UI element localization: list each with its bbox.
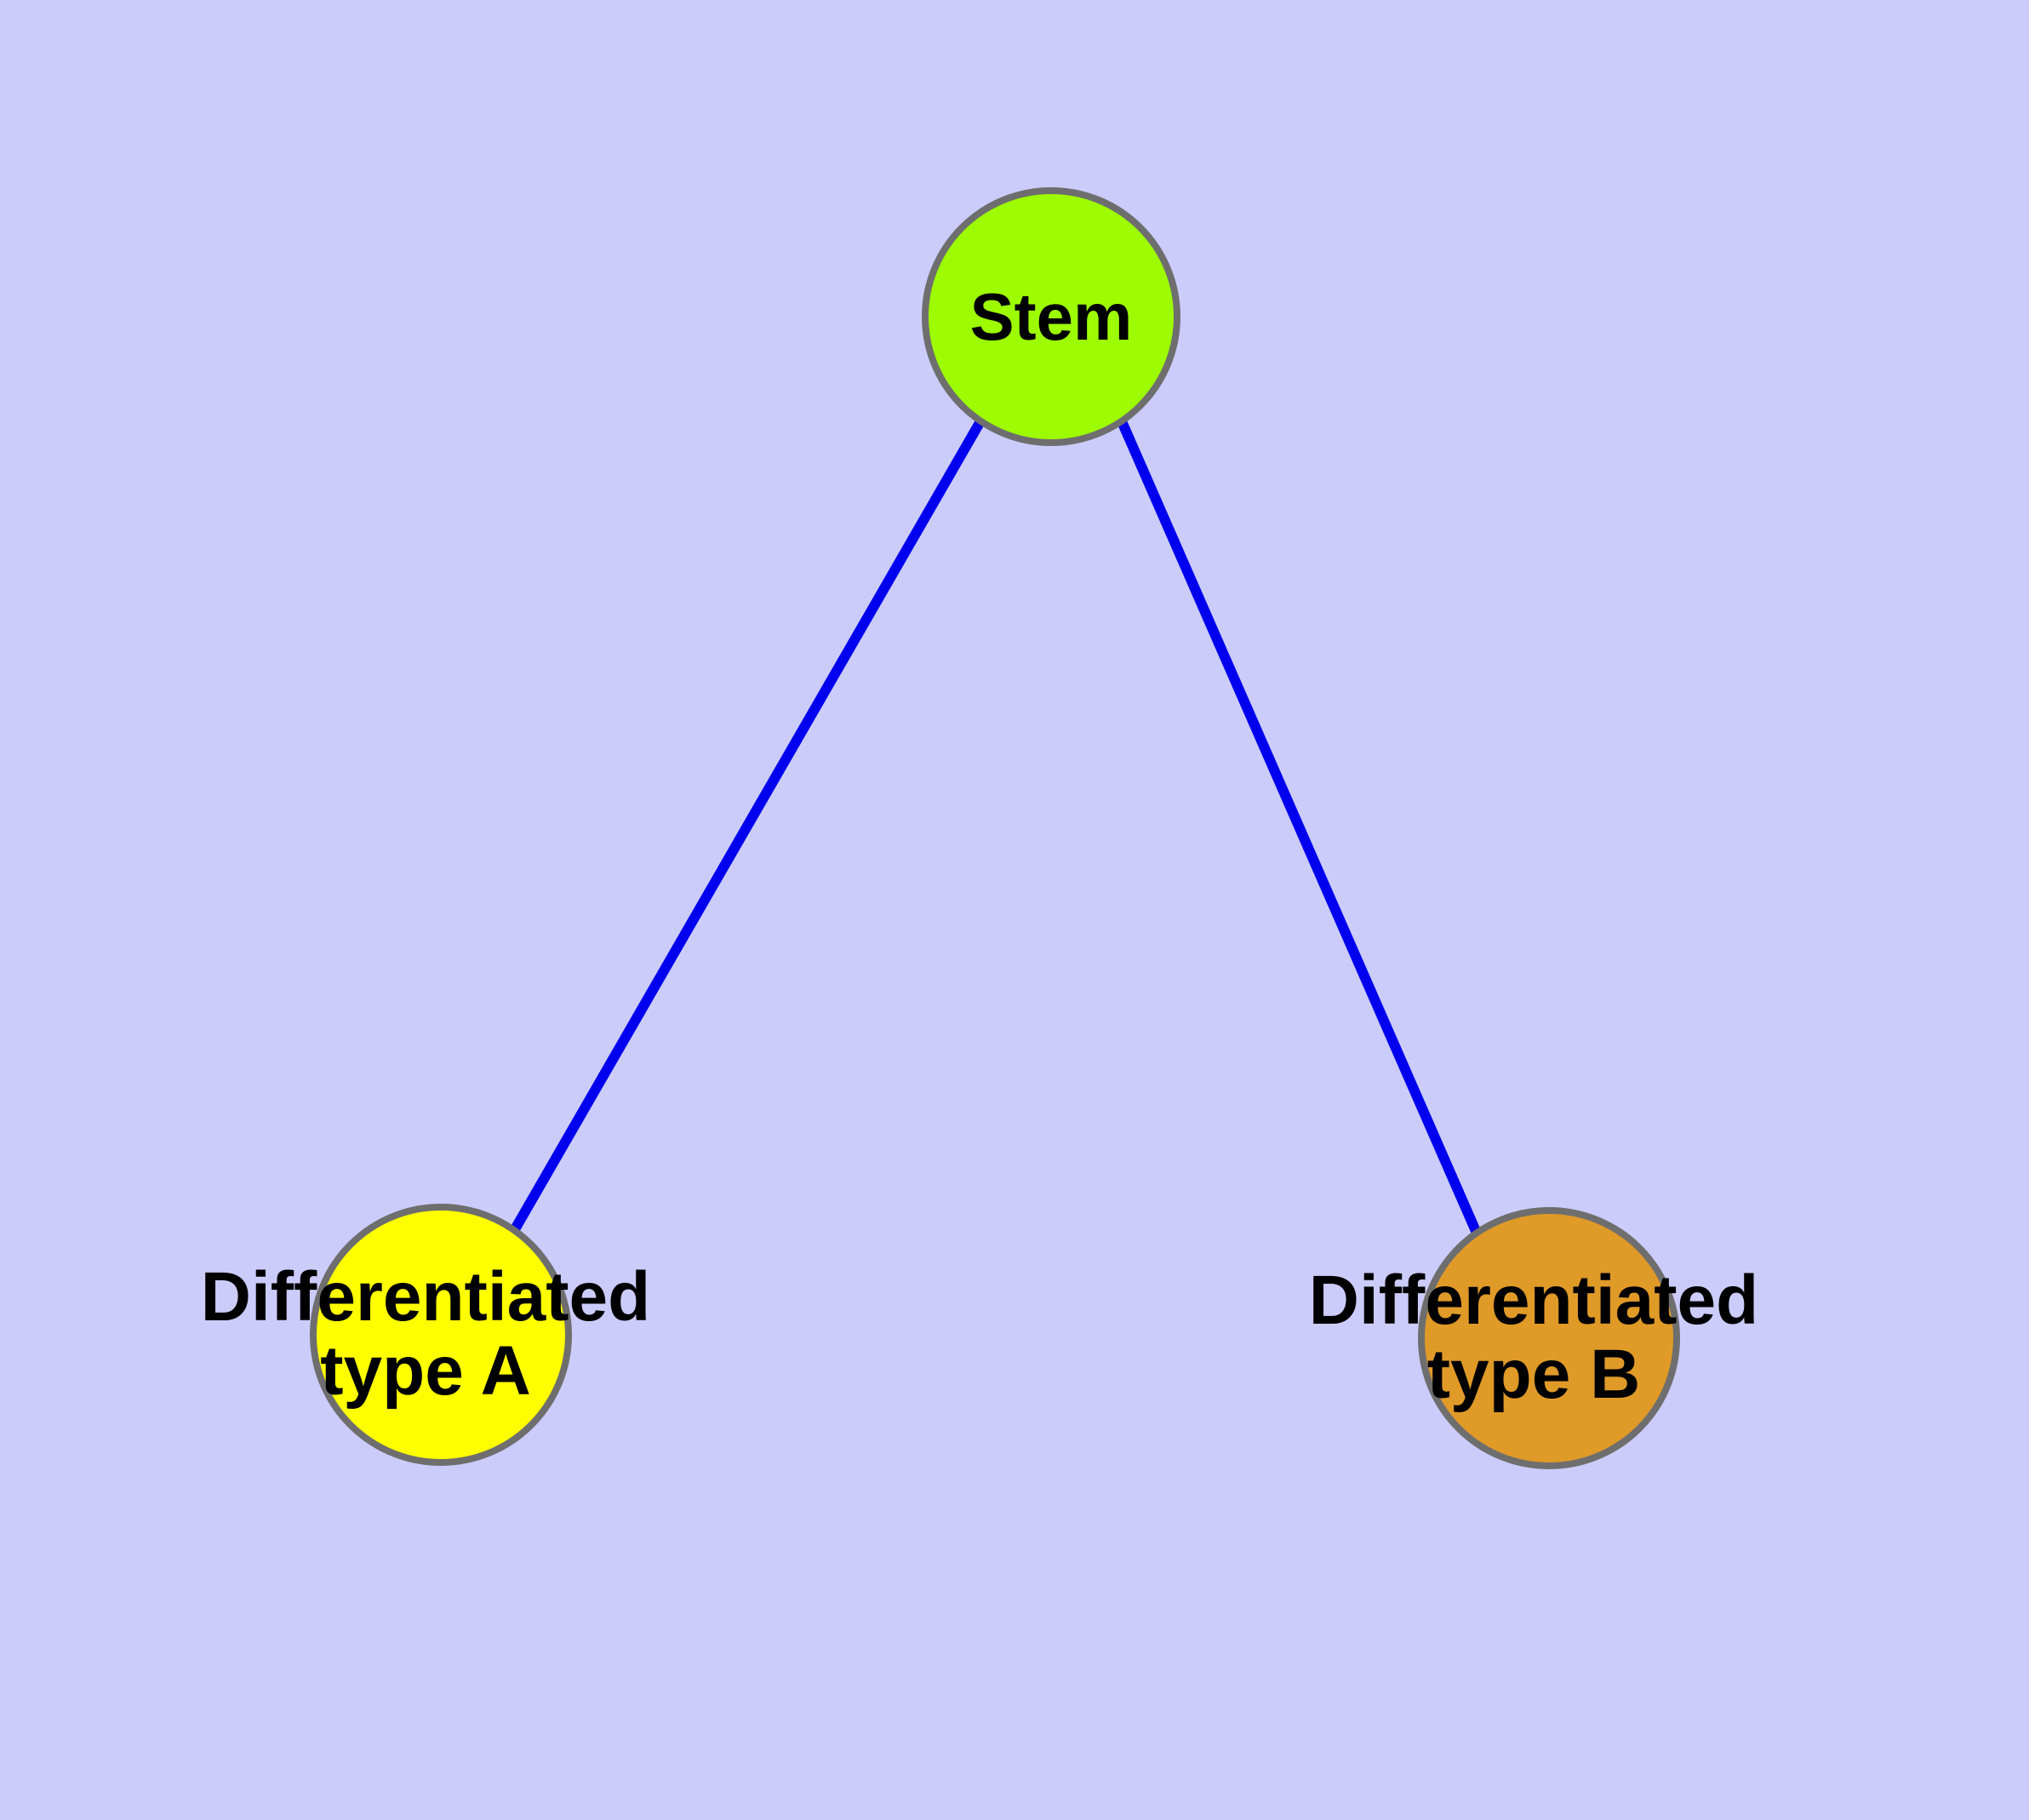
node-differentiated-type-a[interactable]	[310, 1204, 572, 1466]
node-layer	[310, 187, 1680, 1469]
node-differentiated-type-b[interactable]	[1418, 1207, 1680, 1469]
node-stem[interactable]	[922, 187, 1180, 446]
edge-stem-to-differentiated-type-b	[1117, 419, 1483, 1239]
edge-layer	[506, 419, 1483, 1239]
edge-stem-to-differentiated-type-a	[506, 419, 986, 1238]
